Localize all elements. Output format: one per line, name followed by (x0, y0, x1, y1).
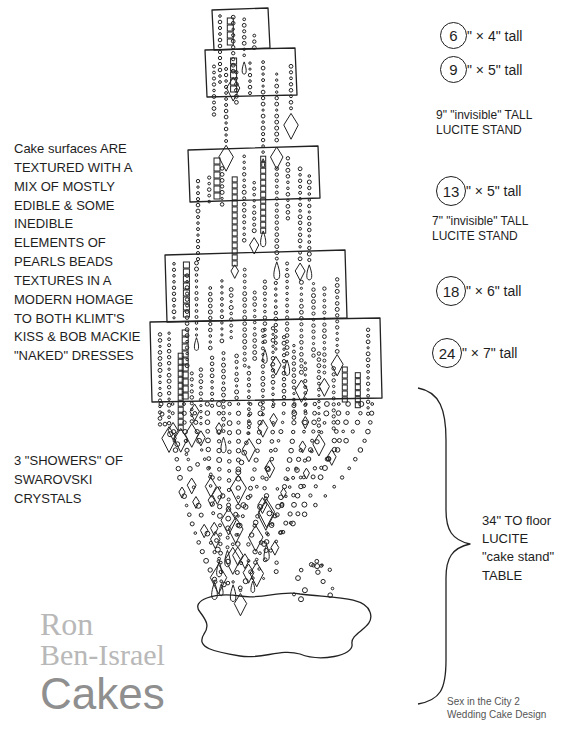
stand-note: 7" "invisible" TALL LUCITE STAND (432, 214, 550, 244)
height-brace (418, 388, 470, 704)
cake-tier (150, 318, 382, 402)
dimension-note: 18 " × 6" tall (436, 276, 521, 306)
caption: Sex in the City 2 Wedding Cake Design (447, 696, 559, 721)
tier-height: " × 5" tall (467, 62, 522, 78)
design-note: 3 "SHOWERS" OF SWAROVSKI CRYSTALS (14, 452, 142, 509)
dimension-note: 9 " × 5" tall (440, 56, 522, 83)
tier-height: " × 6" tall (466, 283, 521, 299)
design-note: Cake surfaces ARE TEXTURED WITH A MIX OF… (14, 140, 142, 366)
cake-tier (205, 48, 297, 97)
dimension-note: 13 " × 5" tall (436, 176, 521, 206)
watermark: Ron (40, 608, 200, 640)
tier-diameter: 6 (449, 27, 457, 44)
tier-height: " × 7" tall (462, 345, 517, 361)
dimension-note: 6 " × 4" tall (440, 22, 522, 49)
circled-number: 6 (440, 22, 467, 49)
cake-tier (188, 146, 320, 202)
tier-height: " × 5" tall (466, 183, 521, 199)
dimension-note: 24 " × 7" tall (432, 338, 517, 368)
circled-number: 24 (432, 338, 462, 368)
circled-number: 13 (436, 176, 466, 206)
cake-tier (212, 8, 270, 50)
tier-diameter: 13 (443, 183, 460, 200)
height-note: 34" TO floor LUCITE "cake stand" TABLE (482, 512, 560, 585)
tier-height: " × 4" tall (467, 28, 522, 44)
circled-number: 9 (440, 56, 467, 83)
tier-diameter: 9 (449, 61, 457, 78)
watermark: Ben-Israel (40, 640, 210, 670)
watermark: Cakes (40, 672, 200, 716)
tier-diameter: 18 (443, 283, 460, 300)
tier-diameter: 24 (439, 345, 456, 362)
stand-note: 9" "invisible" TALL LUCITE STAND (436, 108, 554, 138)
circled-number: 18 (436, 276, 466, 306)
crystal-puddle (198, 593, 371, 658)
cake-tier (165, 250, 347, 322)
